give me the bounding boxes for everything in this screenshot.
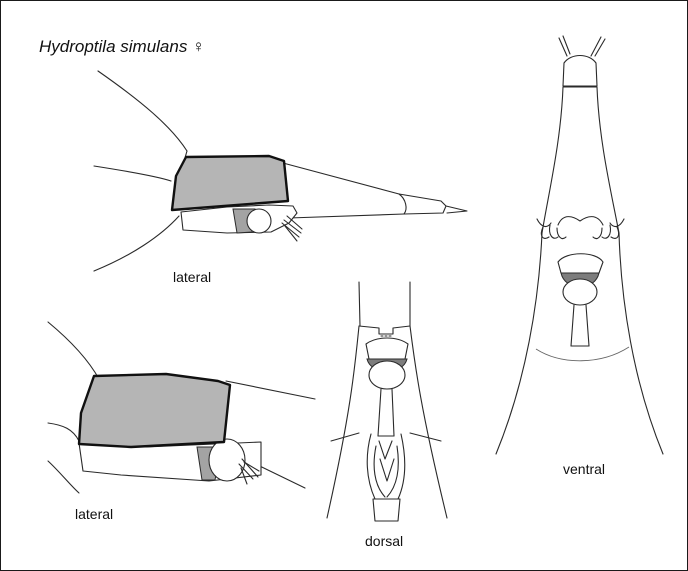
label-ventral: ventral (563, 461, 605, 477)
lateral-bottom-gray-plate (79, 374, 230, 447)
lateral-view-bottom (48, 322, 315, 493)
lateral-top-round-lobe (247, 209, 271, 233)
label-dorsal: dorsal (365, 533, 403, 549)
ventral-view (496, 36, 663, 454)
lateral-bottom-round-lobe (209, 439, 245, 481)
lateral-view-top (94, 71, 467, 271)
label-lateral-top: lateral (173, 269, 211, 285)
dorsal-view (327, 282, 447, 521)
label-lateral-bottom: lateral (75, 506, 113, 522)
lateral-top-gray-plate (172, 156, 288, 210)
